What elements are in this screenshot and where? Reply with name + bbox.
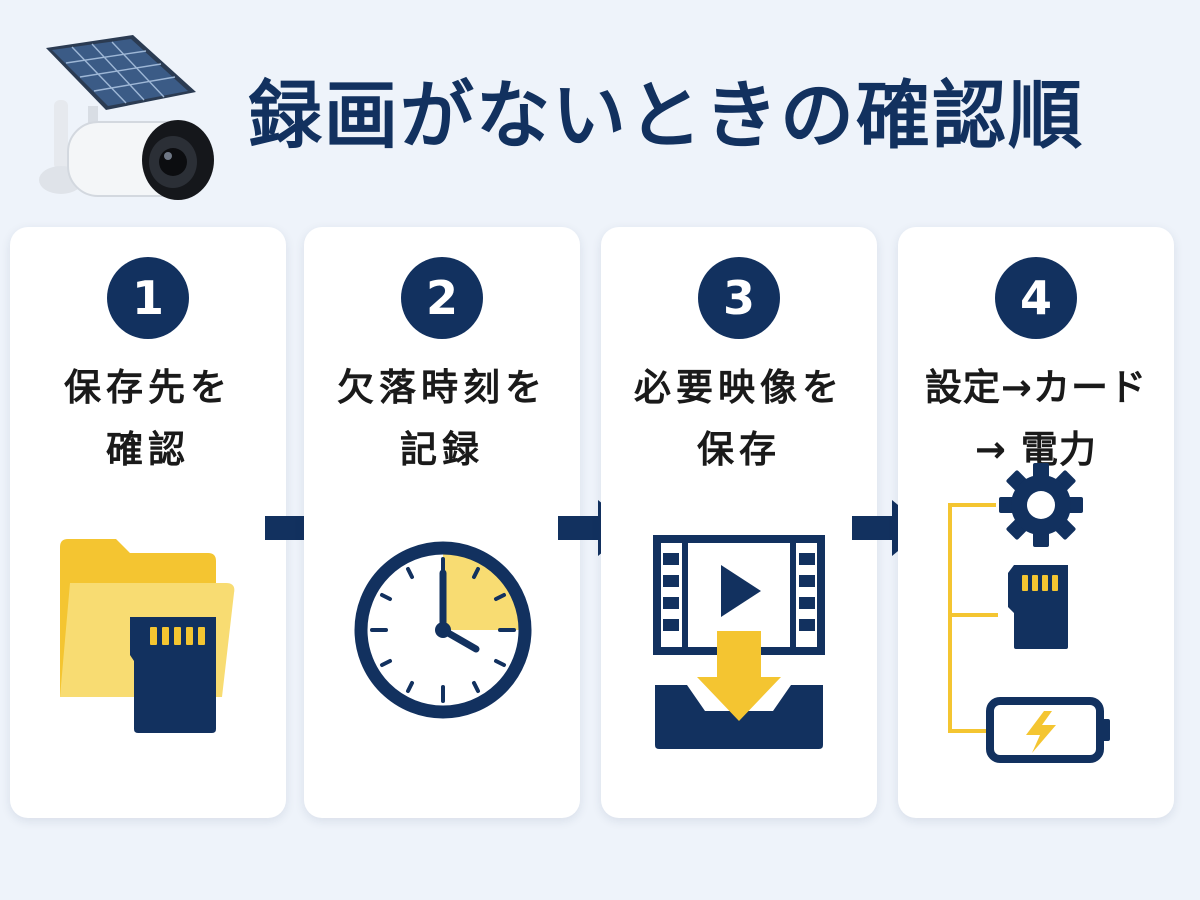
- step-number-badge: 1: [107, 257, 189, 339]
- step-number-badge: 3: [698, 257, 780, 339]
- header: 録画がないときの確認順: [0, 0, 1200, 210]
- sd-card-icon: [1008, 565, 1068, 649]
- step-label: 設定→カード → 電力: [898, 357, 1174, 481]
- step-number-badge: 2: [401, 257, 483, 339]
- step-number-badge: 4: [995, 257, 1077, 339]
- page-title: 録画がないときの確認順: [248, 73, 1084, 159]
- step-label: 必要映像を 保存: [601, 357, 877, 481]
- step-card-3: 3 必要映像を 保存: [601, 227, 877, 818]
- battery-icon: [986, 697, 1110, 763]
- settings-card-battery-icon: [948, 463, 1110, 763]
- step-label-line-1: 保存先を: [64, 366, 232, 409]
- step-label-line-1: 設定→カード: [924, 366, 1147, 409]
- step-label-line-2: 確認: [106, 428, 190, 471]
- step-label: 保存先を 確認: [10, 357, 286, 481]
- video-download-icon: [653, 535, 825, 749]
- gear-icon: [999, 463, 1083, 547]
- step-label: 欠落時刻を 記録: [304, 357, 580, 481]
- step-card-1: 1 保存先を 確認: [10, 227, 286, 818]
- solar-camera-icon: [39, 35, 214, 200]
- clock-icon: [354, 541, 532, 719]
- step-label-line-1: 必要映像を: [634, 366, 844, 409]
- step-card-4: 4 設定→カード → 電力: [898, 227, 1174, 818]
- step-label-line-2: 保存: [697, 428, 781, 471]
- step-label-line-2: 記録: [400, 428, 484, 471]
- folder-sd-card-icon: [60, 539, 235, 733]
- step-label-line-1: 欠落時刻を: [337, 366, 547, 409]
- step-card-2: 2 欠落時刻を 記録: [304, 227, 580, 818]
